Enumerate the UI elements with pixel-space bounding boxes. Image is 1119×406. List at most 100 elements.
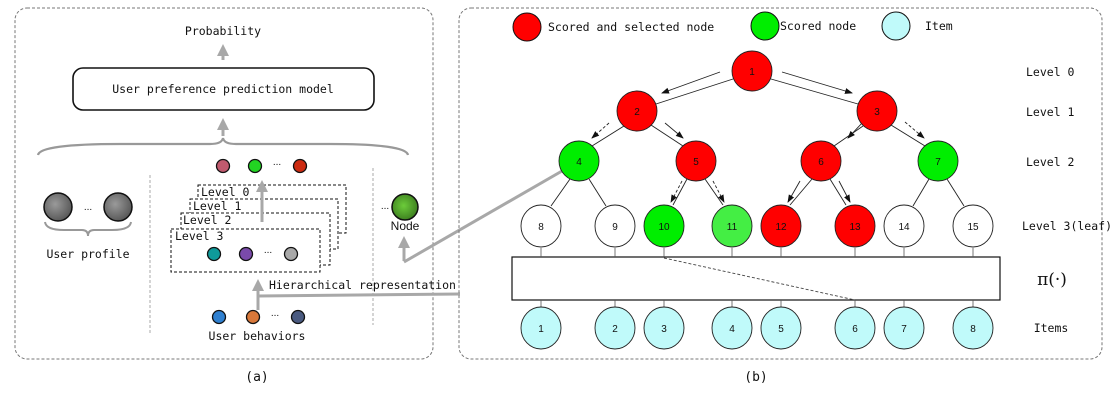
item-node-4: 4 <box>711 306 753 350</box>
legend-selected-swatch <box>512 12 542 42</box>
probability-label: Probability <box>185 24 261 38</box>
search-arrow-1-3 <box>781 71 853 94</box>
tree-node-8: 8 <box>520 204 562 248</box>
node-embedding-dot <box>391 193 419 221</box>
tree-node-circle <box>594 204 636 248</box>
tree-edges <box>550 78 965 207</box>
edge-7-15 <box>946 178 965 207</box>
behavior-dot <box>290 309 306 325</box>
legend-item-swatch <box>881 11 911 41</box>
search-arrow-3-7 <box>904 121 925 139</box>
tree-node-label: 5 <box>693 157 699 168</box>
edge-1-3 <box>770 78 859 105</box>
tree-node-circle <box>760 204 802 248</box>
hierarchical-link-line <box>257 292 461 298</box>
leaf-item-links <box>540 248 974 307</box>
legend-scored-swatch <box>750 11 780 41</box>
item-circle <box>643 306 685 350</box>
legend-item-label: Item <box>925 19 953 33</box>
node-ellipsis: ... <box>381 201 389 212</box>
legend-scored-label: Scored node <box>780 19 856 33</box>
tree-node-10: 10 <box>643 204 685 248</box>
tree-node-circle <box>643 204 685 248</box>
tree-node-circle <box>952 204 994 248</box>
tree-node-3: 3 <box>856 90 898 132</box>
hier-output-dot <box>292 158 308 174</box>
tree-node-1: 1 <box>731 50 773 92</box>
tree-node-label: 9 <box>612 222 618 233</box>
search-arrow-5-10 <box>670 180 683 203</box>
level3-ellipsis: ... <box>264 245 272 256</box>
model-label: User preference prediction model <box>112 82 334 96</box>
tree-node-label: 7 <box>935 157 941 168</box>
tree-node-label: 14 <box>898 222 910 233</box>
search-arrow-6-12 <box>787 180 801 203</box>
tree-node-label: 11 <box>727 222 738 233</box>
caption-a: (a) <box>245 370 268 385</box>
tree-node-label: 4 <box>576 157 582 168</box>
item-circle <box>760 306 802 350</box>
tree-node-7: 7 <box>917 140 959 182</box>
tree-node-label: 12 <box>775 222 787 233</box>
level3-node-dot <box>238 246 254 262</box>
mapping-box <box>511 256 1001 301</box>
level-label-0: Level 0 <box>1026 65 1075 79</box>
tree-node-circle <box>856 90 898 132</box>
panel-b: Scored and selected node Scored node Ite… <box>458 7 1112 385</box>
item-node-2: 2 <box>594 306 636 350</box>
level-card-label-2: Level 2 <box>183 213 231 227</box>
item-circle <box>520 306 562 350</box>
item-label: 4 <box>729 324 735 335</box>
item-label: 7 <box>901 324 907 335</box>
panel-a-frame <box>14 7 434 360</box>
edge-3-6 <box>833 125 864 147</box>
item-circle <box>883 306 925 350</box>
search-arrow-2-5 <box>664 122 684 139</box>
hierarchical-representation-label: Hierarchical representation <box>269 278 456 292</box>
search-arrow-6-13 <box>838 180 851 203</box>
model-box <box>72 67 375 111</box>
tree-node-circle <box>834 204 876 248</box>
edge-2-4 <box>591 125 625 147</box>
behavior-ellipsis: ... <box>271 308 279 319</box>
item-label: 1 <box>538 324 544 335</box>
tree-node-circle <box>731 50 773 92</box>
search-arrow-3-6 <box>847 121 864 139</box>
tree-node-circle <box>711 204 753 248</box>
item-label: 5 <box>778 324 784 335</box>
tree-node-15: 15 <box>952 204 994 248</box>
item-node-1: 1 <box>520 306 562 350</box>
level-label-1: Level 1 <box>1026 105 1075 119</box>
tree-node-6: 6 <box>800 140 842 182</box>
panel-b-frame <box>458 7 1103 360</box>
tree-node-label: 13 <box>849 222 861 233</box>
level-card-label-0: Level 0 <box>201 185 250 199</box>
profile-feature-dot <box>103 192 133 222</box>
edge-6-13 <box>829 178 847 206</box>
behavior-dot <box>245 309 261 325</box>
tree-node-circle <box>917 140 959 182</box>
item-node-8: 8 <box>952 306 994 350</box>
item-node-3: 3 <box>643 306 685 350</box>
tree-node-label: 1 <box>749 67 755 78</box>
tree-node-2: 2 <box>616 90 658 132</box>
tree-node-label: 8 <box>538 222 544 233</box>
item-circle <box>952 306 994 350</box>
user-behaviors-label: User behaviors <box>209 329 306 343</box>
tree-node-4: 4 <box>558 140 600 182</box>
edge-3-7 <box>890 124 926 147</box>
search-arrow-5-11 <box>712 180 725 203</box>
node-link-line <box>403 169 563 264</box>
item-label: 3 <box>661 324 667 335</box>
search-arrows <box>591 71 925 203</box>
item-circle <box>594 306 636 350</box>
edge-4-9 <box>588 178 607 207</box>
tree-node-circle <box>675 140 717 182</box>
level-card-label-3: Level 3 <box>175 229 224 243</box>
tree-node-9: 9 <box>594 204 636 248</box>
tree-node-circle <box>883 204 925 248</box>
tree-node-12: 12 <box>760 204 802 248</box>
